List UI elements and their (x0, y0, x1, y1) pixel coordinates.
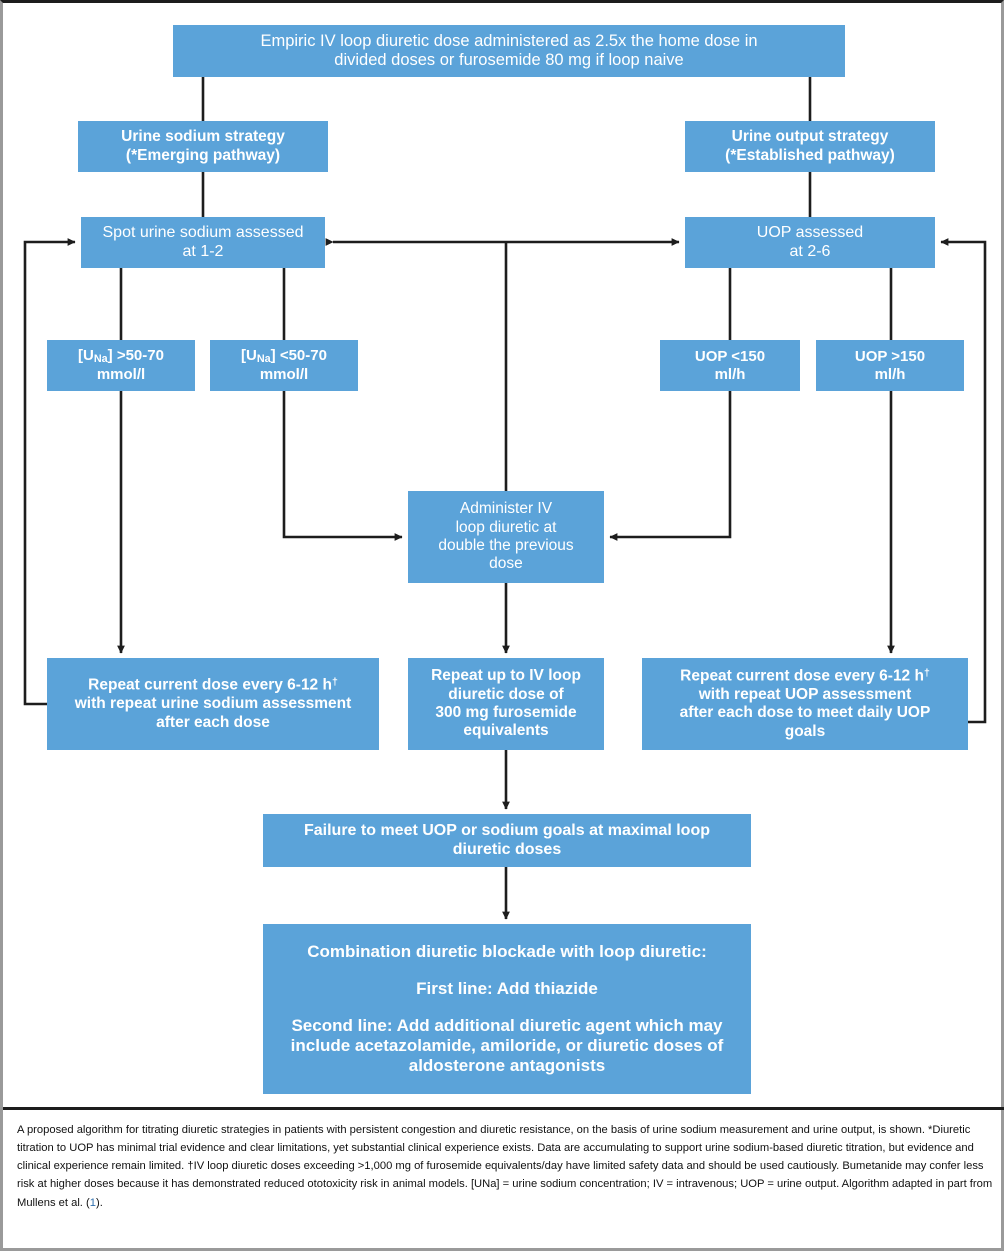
node-una-high-line2: mmol/l (96, 366, 146, 384)
node-una-high-line1: [UNa] >50-70 (78, 347, 164, 366)
dagger-marker: † (331, 676, 338, 689)
node-repeat-dose-line1: Repeat up to IV loop (431, 667, 581, 685)
una-subscript: Na (93, 353, 108, 366)
node-uop-high-line1: UOP >150 (854, 347, 926, 365)
node-administer-line2: loop diuretic at (455, 518, 557, 536)
node-administer-line1: Administer IV (459, 500, 553, 518)
node-failure-to-meet-goals[interactable]: Failure to meet UOP or sodium goals at m… (263, 814, 751, 867)
una-subscript: Na (256, 353, 271, 366)
caption-body: A proposed algorithm for titrating diure… (17, 1124, 993, 1209)
node-repeat-na-line1: Repeat current dose every 6-12 h† (88, 676, 338, 694)
node-uop-strategy-subtitle: (*Established pathway) (725, 146, 895, 164)
node-uop-assessed-line2: at 2-6 (789, 242, 831, 260)
wire-feedback-repeat-na-to-spot (23, 238, 76, 706)
node-administer-line4: dose (489, 555, 523, 573)
node-repeat-uop-line2: with repeat UOP assessment (698, 686, 912, 704)
node-repeat-uop-line1: Repeat current dose every 6-12 h† (680, 667, 930, 685)
flowchart-figure: Empiric IV loop diuretic dose administer… (3, 3, 1004, 1107)
node-spot-na-line2: at 1-2 (182, 242, 224, 260)
node-repeat-uop-line3: after each dose to meet daily UOP (679, 704, 931, 722)
node-combination-first-line: First line: Add thiazide (416, 978, 598, 998)
node-administer-iv-loop-diuretic[interactable]: Administer IV loop diuretic at double th… (408, 491, 604, 583)
node-failure-line2: diuretic doses (452, 840, 562, 858)
node-uop-low[interactable]: UOP <150 ml/h (660, 340, 800, 391)
node-uop-high[interactable]: UOP >150 ml/h (816, 340, 964, 391)
node-spot-na-line1: Spot urine sodium assessed (102, 223, 304, 241)
node-combination-second-line: Second line: Add additional diuretic age… (290, 1015, 724, 1076)
node-administer-line3: double the previous (438, 537, 574, 554)
node-uop-strategy-title: Urine output strategy (731, 128, 889, 146)
node-una-low-line2: mmol/l (259, 366, 309, 384)
node-repeat-dose-line2: diuretic dose of (448, 685, 564, 703)
node-uop-low-line2: ml/h (714, 365, 746, 383)
node-urine-output-strategy[interactable]: Urine output strategy (*Established path… (685, 121, 935, 172)
caption-reference-link[interactable]: 1 (89, 1196, 96, 1209)
node-combination-heading: Combination diuretic blockade with loop … (307, 941, 707, 961)
dagger-marker: † (923, 667, 930, 680)
caption-tail: ). (95, 1196, 103, 1209)
node-empiric-line2: divided doses or furosemide 80 mg if loo… (334, 51, 684, 69)
node-failure-line1: Failure to meet UOP or sodium goals at m… (303, 821, 710, 839)
node-na-strategy-subtitle: (*Emerging pathway) (125, 146, 281, 164)
wire-feedback-repeat-uop-to-uop (940, 238, 987, 724)
node-una-low-line1: [UNa] <50-70 (241, 347, 327, 366)
node-empiric-line1: Empiric IV loop diuretic dose administer… (260, 31, 758, 50)
node-repeat-dose-sodium[interactable]: Repeat current dose every 6-12 h† with r… (47, 658, 379, 750)
node-repeat-dose-line4: equivalents (463, 722, 549, 740)
wire-na-low-to-administer (282, 391, 403, 541)
node-repeat-dose-line3: 300 mg furosemide (435, 704, 577, 721)
wire-uop-low-to-administer (609, 391, 732, 541)
node-uop-assessed[interactable]: UOP assessed at 2-6 (685, 217, 935, 268)
node-na-strategy-title: Urine sodium strategy (121, 128, 285, 146)
node-una-high[interactable]: [UNa] >50-70 mmol/l (47, 340, 195, 391)
node-repeat-na-line3: after each dose (156, 713, 270, 731)
connector-layer (23, 77, 987, 920)
node-uop-high-line2: ml/h (874, 365, 906, 383)
node-repeat-na-line2: with repeat urine sodium assessment (74, 695, 352, 713)
node-repeat-max-loop-dose[interactable]: Repeat up to IV loop diuretic dose of 30… (408, 658, 604, 750)
node-uop-low-line1: UOP <150 (694, 347, 766, 365)
figure-caption: A proposed algorithm for titrating diure… (3, 1107, 1004, 1254)
node-combination-blockade[interactable]: Combination diuretic blockade with loop … (263, 924, 751, 1094)
node-repeat-uop-line4: goals (784, 722, 826, 740)
node-empiric-dose[interactable]: Empiric IV loop diuretic dose administer… (173, 25, 845, 77)
node-spot-urine-sodium-assessed[interactable]: Spot urine sodium assessed at 1-2 (81, 217, 325, 268)
node-urine-sodium-strategy[interactable]: Urine sodium strategy (*Emerging pathway… (78, 121, 328, 172)
node-una-low[interactable]: [UNa] <50-70 mmol/l (210, 340, 358, 391)
node-repeat-dose-uop[interactable]: Repeat current dose every 6-12 h† with r… (642, 658, 968, 750)
node-uop-assessed-line1: UOP assessed (756, 223, 864, 241)
